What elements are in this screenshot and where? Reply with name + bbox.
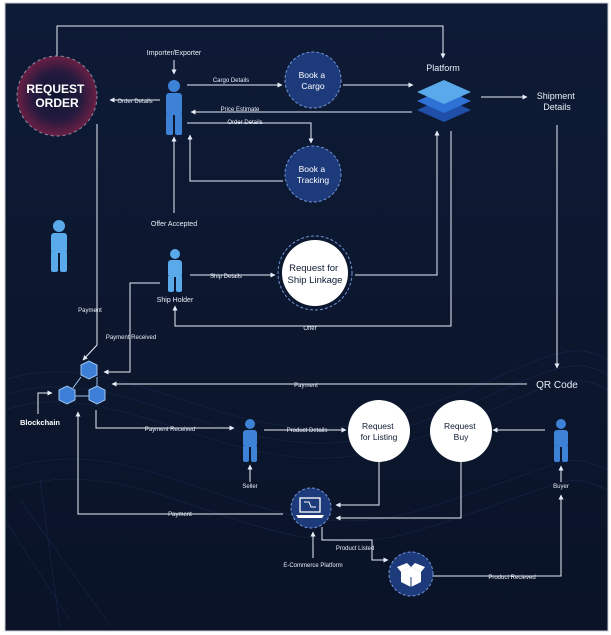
importer-exporter-label: Importer/Exporter [147, 50, 202, 57]
edge-payment-received-seller [95, 410, 235, 431]
edge-label-product-details: Product Details [287, 428, 328, 434]
platform-label: Platform [426, 63, 460, 73]
ecommerce-monitor-icon [290, 487, 332, 529]
request-buy-line1: Request [444, 421, 476, 431]
buyer-person-icon [554, 419, 568, 462]
importer-exporter-person-icon [166, 80, 182, 135]
edge-label-order-details-mid: Order Details [227, 120, 262, 126]
edge-tracking-return [187, 134, 283, 182]
book-tracking-line1: Book a [299, 164, 326, 174]
edge-label-ship-details: Ship Details [210, 274, 242, 280]
blockchain-label: Blockchain [20, 418, 60, 427]
book-tracking-line2: Tracking [297, 175, 330, 185]
svg-text:Request for Listing: Request for Listing [361, 421, 398, 442]
edge-request-buy-to-ecommerce [335, 462, 462, 521]
book-cargo-node: Book a Cargo [284, 51, 342, 109]
svg-text:Request Buy: Request Buy [444, 421, 478, 442]
edge-label-price-estimate: Price Estimate [221, 107, 260, 113]
book-cargo-line1: Book a [299, 70, 326, 80]
edge-label-payment-received-top: Payment Received [106, 335, 156, 341]
edge-offer [172, 131, 452, 327]
edge-payment-received-top [103, 282, 160, 375]
edge-label-product-recieved: Product Recieved [488, 575, 535, 581]
edge-label-order-details-left: Order Details [117, 99, 152, 105]
edge-order-to-platform [56, 25, 446, 59]
seller-person-icon [243, 419, 257, 462]
edge-label-payment-bottom: Payment [168, 512, 192, 518]
request-buy-line2: Buy [454, 432, 469, 442]
shipment-details-label: Shipment Details [537, 91, 578, 112]
svg-text:REQUEST ORDER: REQUEST ORDER [26, 82, 87, 110]
ship-holder-person-icon [168, 249, 182, 292]
buyer-label: Buyer [553, 484, 569, 490]
edge-product-recieved [433, 494, 564, 577]
edge-listing-to-ecommerce [335, 462, 380, 508]
edge-payment-left-end [82, 344, 98, 361]
request-buy-node: Request Buy [430, 400, 492, 462]
seller-label: Seller [242, 484, 257, 490]
svg-text:Book a Tracking: Book a Tracking [297, 164, 330, 185]
edge-label-payment-left: Payment [78, 308, 102, 314]
request-order-line1: REQUEST [26, 82, 85, 96]
request-ship-linkage-node: Request for Ship Linkage [277, 235, 353, 311]
svg-text:Request for Ship Linkage: Request for Ship Linkage [288, 263, 343, 286]
blockchain-cubes-icon [58, 360, 106, 405]
book-cargo-line2: Cargo [301, 81, 324, 91]
edge-blockchain-label [37, 390, 53, 414]
edge-linkage-to-platform [355, 130, 440, 276]
ship-holder-label: Ship Holder [157, 297, 194, 304]
open-box-icon [388, 551, 434, 597]
qr-code-label: QR Code [536, 380, 578, 391]
request-listing-line1: Request [362, 421, 394, 431]
request-order-line2: ORDER [35, 96, 79, 110]
edge-label-payment-received-seller: Payment Received [145, 427, 195, 433]
edge-label-payment-qr: Payment [294, 383, 318, 389]
edge-order-details-mid [187, 122, 314, 144]
request-listing-node: Request for Listing [348, 400, 410, 462]
diagram-frame [4, 2, 609, 632]
standalone-person-icon [51, 220, 67, 272]
edge-label-product-listed: Product Listed [336, 546, 374, 552]
blockchain-links [72, 376, 98, 397]
book-tracking-node: Book a Tracking [284, 145, 342, 203]
edge-product-listed [321, 527, 389, 563]
ship-linkage-line2: Ship Linkage [288, 275, 343, 286]
stacked-layers-icon [417, 80, 471, 122]
request-listing-line2: for Listing [361, 432, 398, 442]
ecommerce-platform-label: E-Commerce Platform [283, 563, 342, 569]
svg-text:Book a Cargo: Book a Cargo [299, 70, 328, 91]
request-order-node: REQUEST ORDER [16, 55, 98, 137]
offer-accepted-label: Offer Accepted [151, 221, 197, 228]
edge-label-offer: Offer [303, 326, 316, 332]
ship-linkage-line1: Request for [289, 263, 338, 274]
edge-payment-bottom [75, 411, 283, 515]
edge-label-cargo-details: Cargo Details [213, 78, 249, 84]
